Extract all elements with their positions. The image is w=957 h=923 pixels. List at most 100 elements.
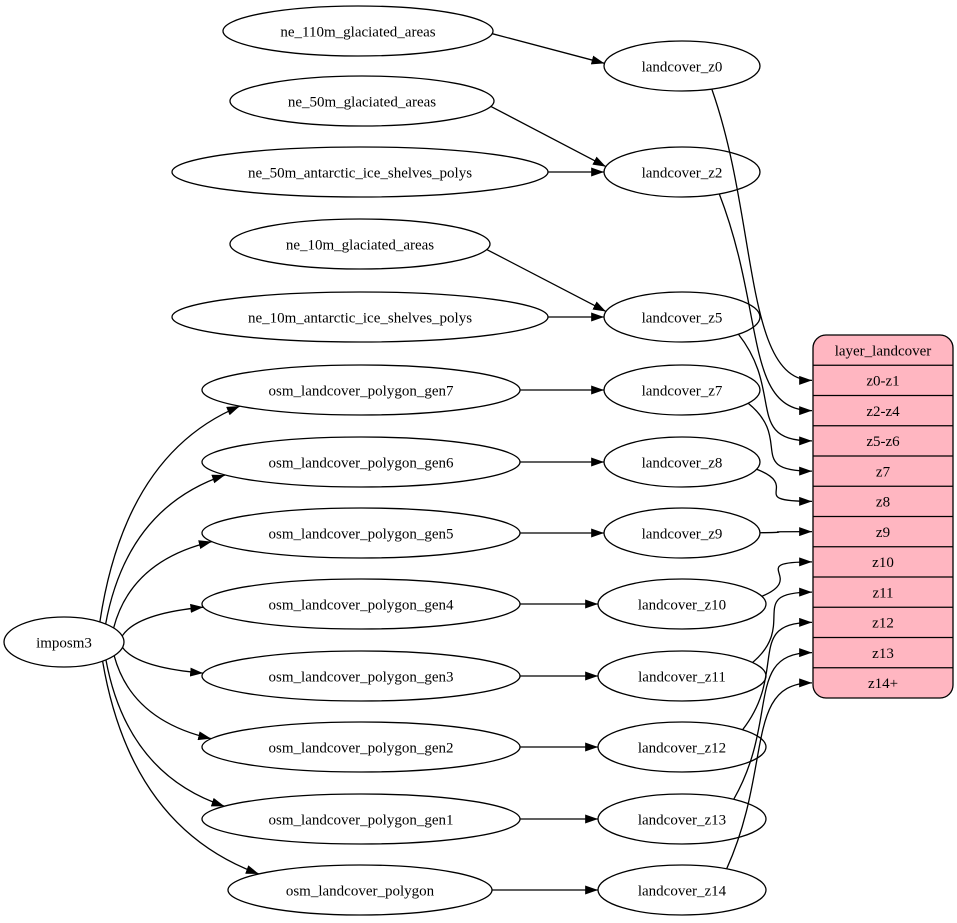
edge-path — [718, 193, 813, 416]
node-landcover-z14: landcover_z14 — [597, 864, 767, 916]
node-label: landcover_z12 — [638, 740, 726, 756]
node-osm-landcover-polygon-gen7: osm_landcover_polygon_gen7 — [201, 364, 521, 416]
edge-path — [742, 617, 813, 731]
node-label: osm_landcover_polygon_gen4 — [269, 597, 454, 613]
node-landcover-z13: landcover_z13 — [597, 793, 767, 845]
node-shape — [603, 40, 761, 92]
edge-path — [747, 402, 813, 476]
node-label: landcover_z7 — [642, 383, 723, 399]
node-shape — [229, 218, 491, 270]
table-row-z8: z8 — [876, 495, 890, 511]
edge-path — [492, 33, 605, 65]
edge-imposm3-osm-landcover-polygon-gen4 — [121, 603, 204, 637]
edge-landcover-z10-z10 — [761, 557, 813, 597]
node-ne-10m-antarctic-ice-shelves-polys: ne_10m_antarctic_ice_shelves_polys — [171, 291, 549, 343]
edge-imposm3-osm-landcover-polygon-gen6 — [105, 474, 226, 625]
node-label: landcover_z10 — [638, 597, 726, 613]
edge-path — [733, 648, 813, 800]
node-label: ne_10m_glaciated_areas — [286, 237, 434, 253]
edge-landcover-z2-z2-z4 — [718, 193, 813, 416]
edge-ne-110m-glaciated-areas-landcover-z0 — [492, 33, 605, 65]
edge-landcover-z13-z13 — [733, 648, 813, 800]
edge-path — [737, 333, 813, 446]
table-row-z2-z4: z2-z4 — [866, 404, 900, 420]
edge-path — [113, 655, 212, 741]
edge-imposm3-osm-landcover-polygon-gen7 — [99, 405, 241, 623]
edge-path — [486, 248, 607, 313]
edge-landcover-z12-z12 — [742, 617, 813, 731]
node-landcover-z10: landcover_z10 — [597, 578, 767, 630]
edge-path — [490, 105, 607, 168]
edge-path — [756, 468, 813, 506]
node-osm-landcover-polygon: osm_landcover_polygon — [227, 864, 493, 916]
node-osm-landcover-polygon-gen5: osm_landcover_polygon_gen5 — [201, 507, 521, 559]
node-osm-landcover-polygon-gen6: osm_landcover_polygon_gen6 — [201, 436, 521, 488]
edge-path — [759, 527, 813, 537]
edge-path — [726, 678, 813, 870]
node-label: osm_landcover_polygon — [286, 883, 435, 899]
edge-landcover-z9-z9 — [759, 527, 813, 537]
edge-path — [112, 540, 212, 629]
edge-imposm3-osm-landcover-polygon-gen3 — [122, 647, 204, 677]
table-row-z13: z13 — [872, 646, 894, 662]
edge-landcover-z14-z14+ — [726, 678, 813, 870]
edge-landcover-z5-z5-z6 — [737, 333, 813, 446]
node-landcover-z5: landcover_z5 — [603, 291, 761, 343]
edge-path — [105, 659, 225, 807]
edge-landcover-z11-z11 — [752, 587, 813, 663]
node-label: landcover_z9 — [642, 526, 723, 542]
node-label: ne_50m_antarctic_ice_shelves_polys — [248, 165, 472, 181]
table-layer-landcover: layer_landcover z0-z1 z2-z4 z5-z6 z7 z8 z9 z10 z… — [812, 334, 954, 699]
table-row-z7: z7 — [876, 464, 891, 480]
node-label: ne_10m_antarctic_ice_shelves_polys — [248, 310, 472, 326]
table-row-z11: z11 — [872, 585, 893, 601]
node-label: imposm3 — [36, 635, 92, 651]
node-label: landcover_z13 — [638, 812, 726, 828]
node-label: landcover_z8 — [642, 455, 723, 471]
edge-imposm3-osm-landcover-polygon-gen2 — [113, 655, 212, 741]
node-label: osm_landcover_polygon_gen6 — [269, 455, 454, 471]
node-shape — [3, 616, 125, 668]
node-ne-10m-glaciated-areas: ne_10m_glaciated_areas — [229, 218, 491, 270]
table-row-z9: z9 — [876, 525, 890, 541]
edge-path — [752, 587, 813, 663]
node-landcover-z7: landcover_z7 — [603, 364, 761, 416]
node-label: landcover_z5 — [642, 310, 723, 326]
node-ne-50m-antarctic-ice-shelves-polys: ne_50m_antarctic_ice_shelves_polys — [171, 146, 549, 198]
table-row-z10: z10 — [872, 555, 894, 571]
edge-ne-50m-glaciated-areas-landcover-z2 — [490, 105, 607, 168]
table-row-z12: z12 — [872, 616, 894, 632]
table-row-z5-z6: z5-z6 — [866, 434, 900, 450]
node-landcover-z11: landcover_z11 — [597, 650, 767, 702]
edge-path — [761, 557, 813, 597]
edge-path — [105, 474, 226, 625]
edge-landcover-z0-z0-z1 — [711, 88, 813, 385]
edge-imposm3-osm-landcover-polygon-gen5 — [112, 540, 212, 629]
node-label: osm_landcover_polygon_gen2 — [269, 740, 454, 756]
edge-path — [122, 647, 204, 677]
node-shape — [222, 5, 494, 57]
table-title: layer_landcover — [835, 343, 932, 359]
edge-landcover-z7-z7 — [747, 402, 813, 476]
edge-imposm3-osm-landcover-polygon — [101, 661, 260, 875]
node-landcover-z8: landcover_z8 — [603, 436, 761, 488]
node-label: landcover_z11 — [638, 669, 726, 685]
node-landcover-z12: landcover_z12 — [597, 721, 767, 773]
node-label: ne_110m_glaciated_areas — [280, 24, 435, 40]
node-landcover-z0: landcover_z0 — [603, 40, 761, 92]
node-label: landcover_z14 — [638, 883, 727, 899]
node-label: osm_landcover_polygon_gen7 — [269, 383, 454, 399]
node-ne-110m-glaciated-areas: ne_110m_glaciated_areas — [222, 5, 494, 57]
node-label: ne_50m_glaciated_areas — [288, 94, 436, 110]
edge-path — [121, 603, 204, 637]
node-imposm3: imposm3 — [3, 616, 125, 668]
edge-path — [101, 661, 260, 875]
node-label: landcover_z0 — [642, 59, 723, 75]
node-label: osm_landcover_polygon_gen1 — [269, 812, 454, 828]
table-row-z14+: z14+ — [868, 676, 898, 692]
node-label: osm_landcover_polygon_gen3 — [269, 669, 454, 685]
node-landcover-z2: landcover_z2 — [603, 146, 761, 198]
table-row-z0-z1: z0-z1 — [866, 374, 899, 390]
